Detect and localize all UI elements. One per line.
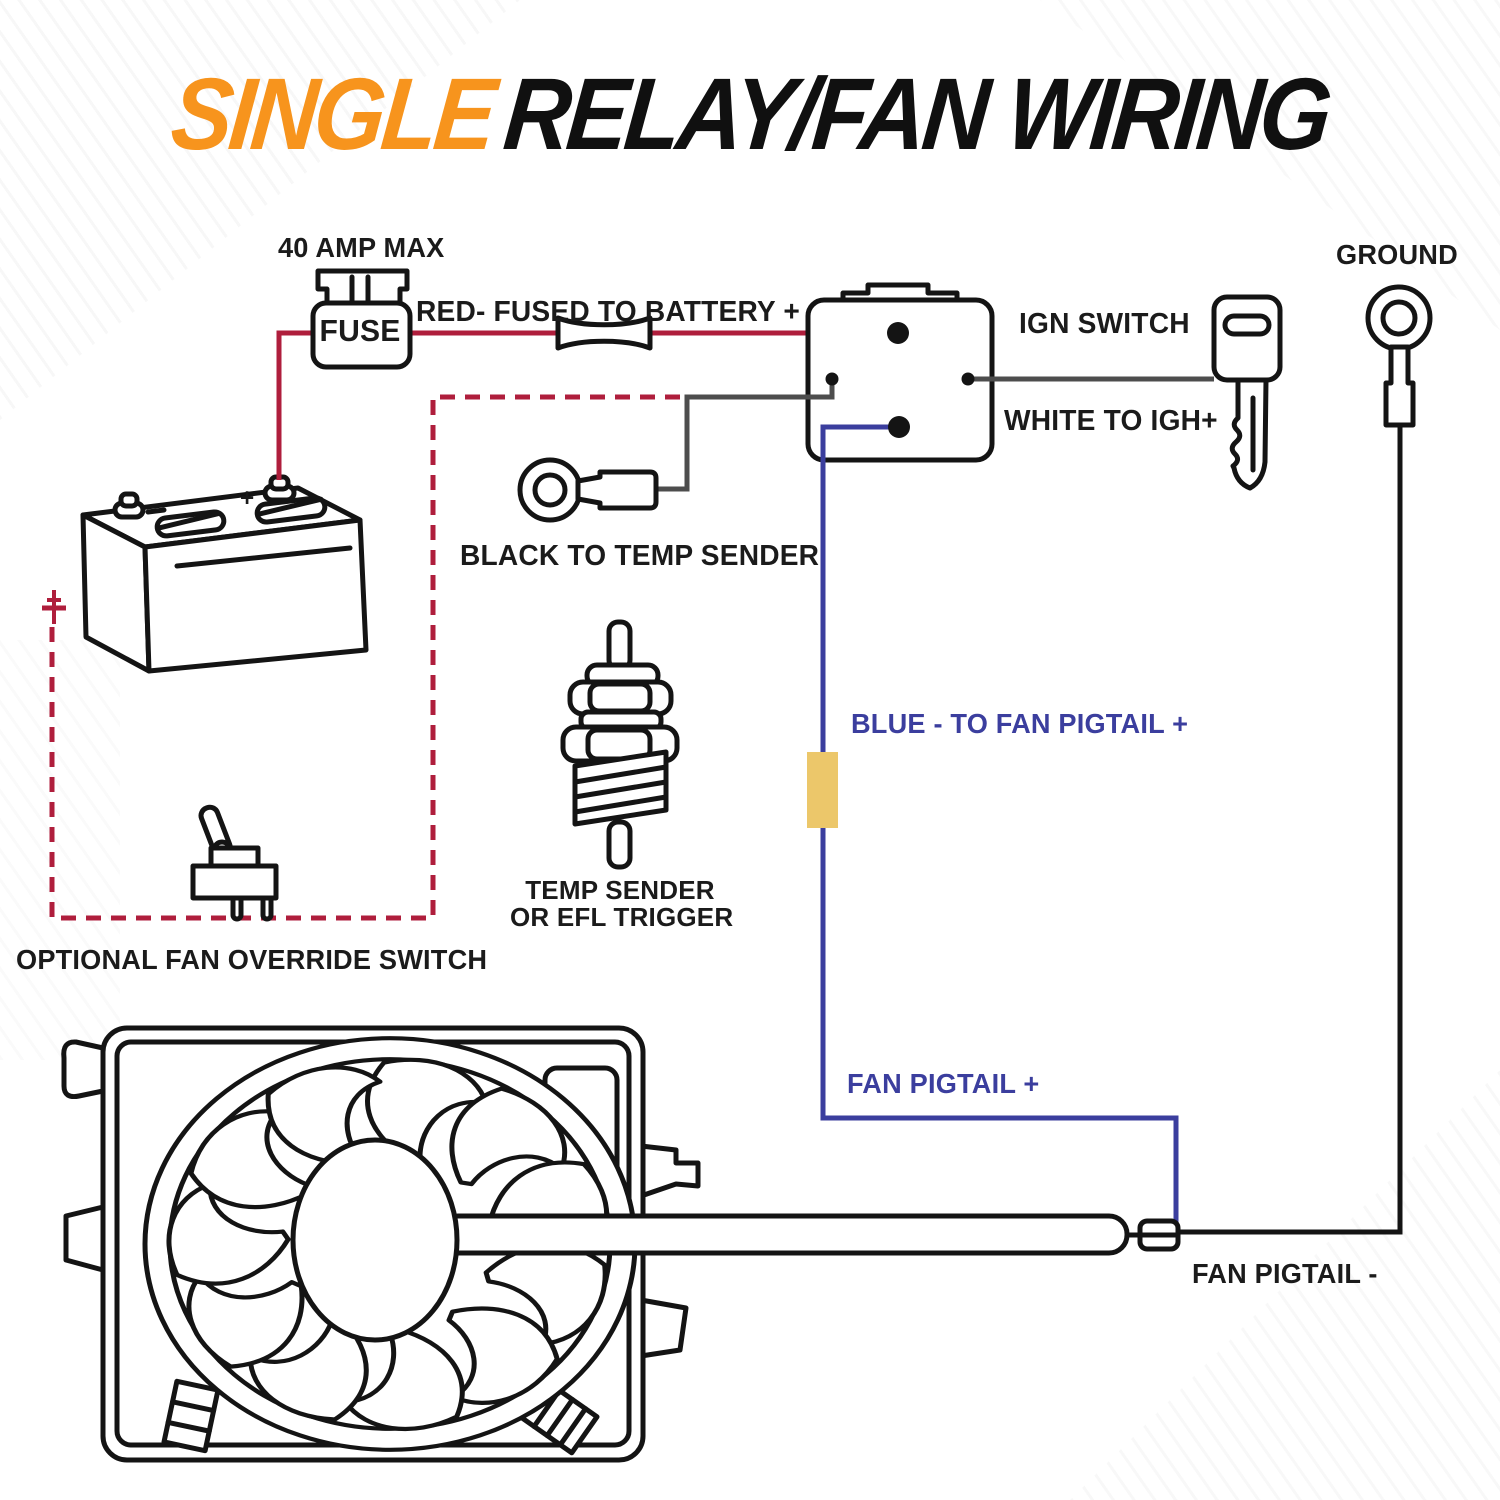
relay-terminals [825,322,975,438]
label-temp-sender-line2: OR EFL TRIGGER [510,902,734,932]
label-red-wire: RED- FUSED TO BATTERY + [416,296,800,328]
label-fan-pigtail-negative: FAN PIGTAIL - [1192,1258,1378,1289]
gray-wires [657,376,1214,492]
radiator-fan-illustration [61,1025,1181,1463]
shroud-tab-left-top [61,1039,106,1099]
battery-illustration [80,474,369,674]
fan-blades [166,1057,610,1432]
label-white-wire: WHITE TO IGH+ [1004,405,1218,437]
label-ground: GROUND [1336,239,1458,270]
label-battery-plus-sign: + [240,484,255,512]
label-fuse: FUSE [319,313,401,348]
blue-wire-to-fan-pigtail [820,424,1179,1223]
chassis-ground-symbol [42,590,66,624]
temp-sender-ring-terminal [517,457,659,523]
label-blue-wire: BLUE - TO FAN PIGTAIL + [851,708,1189,739]
label-override-switch: OPTIONAL FAN OVERRIDE SWITCH [16,944,488,975]
fan-hub [290,1137,460,1343]
label-fuse-rating: 40 AMP MAX [278,232,445,263]
pigtail-connector [1137,1218,1181,1252]
toggle-switch-illustration [190,804,279,922]
threaded-section [572,749,669,827]
inline-fuse-link [555,315,653,351]
optional-override-dashed-circuit [42,394,680,921]
wire-relay-to-temp-sender [657,379,835,492]
shroud-tab-right-bottom [638,1297,689,1359]
ground-ring-terminal [1180,284,1433,1235]
battery-negative-terminal [112,491,146,520]
label-black-wire: BLACK TO TEMP SENDER [460,540,820,572]
shroud-tab-right-top [638,1143,701,1199]
label-temp-sender: TEMP SENDER OR EFL TRIGGER [510,875,734,932]
battery-positive-terminal [262,474,297,503]
battery-minus-sign [145,507,167,515]
label-fan-pigtail-positive: FAN PIGTAIL + [847,1068,1040,1099]
temp-sender-illustration [560,619,680,870]
fuse-holder [310,268,413,370]
label-ign-switch: IGN SWITCH [1019,308,1190,340]
shroud-tab-left-mid [63,1204,106,1273]
butt-connector-yellow [807,752,838,828]
shroud-pad-bottom-left [161,1378,221,1454]
ground-wire [1180,427,1403,1235]
battery-vent-caps [154,495,328,539]
fan-pigtail-lead [437,1213,1130,1256]
label-temp-sender-line1: TEMP SENDER [525,875,715,905]
ignition-key-illustration [1211,294,1283,491]
fuse-box [310,300,413,370]
